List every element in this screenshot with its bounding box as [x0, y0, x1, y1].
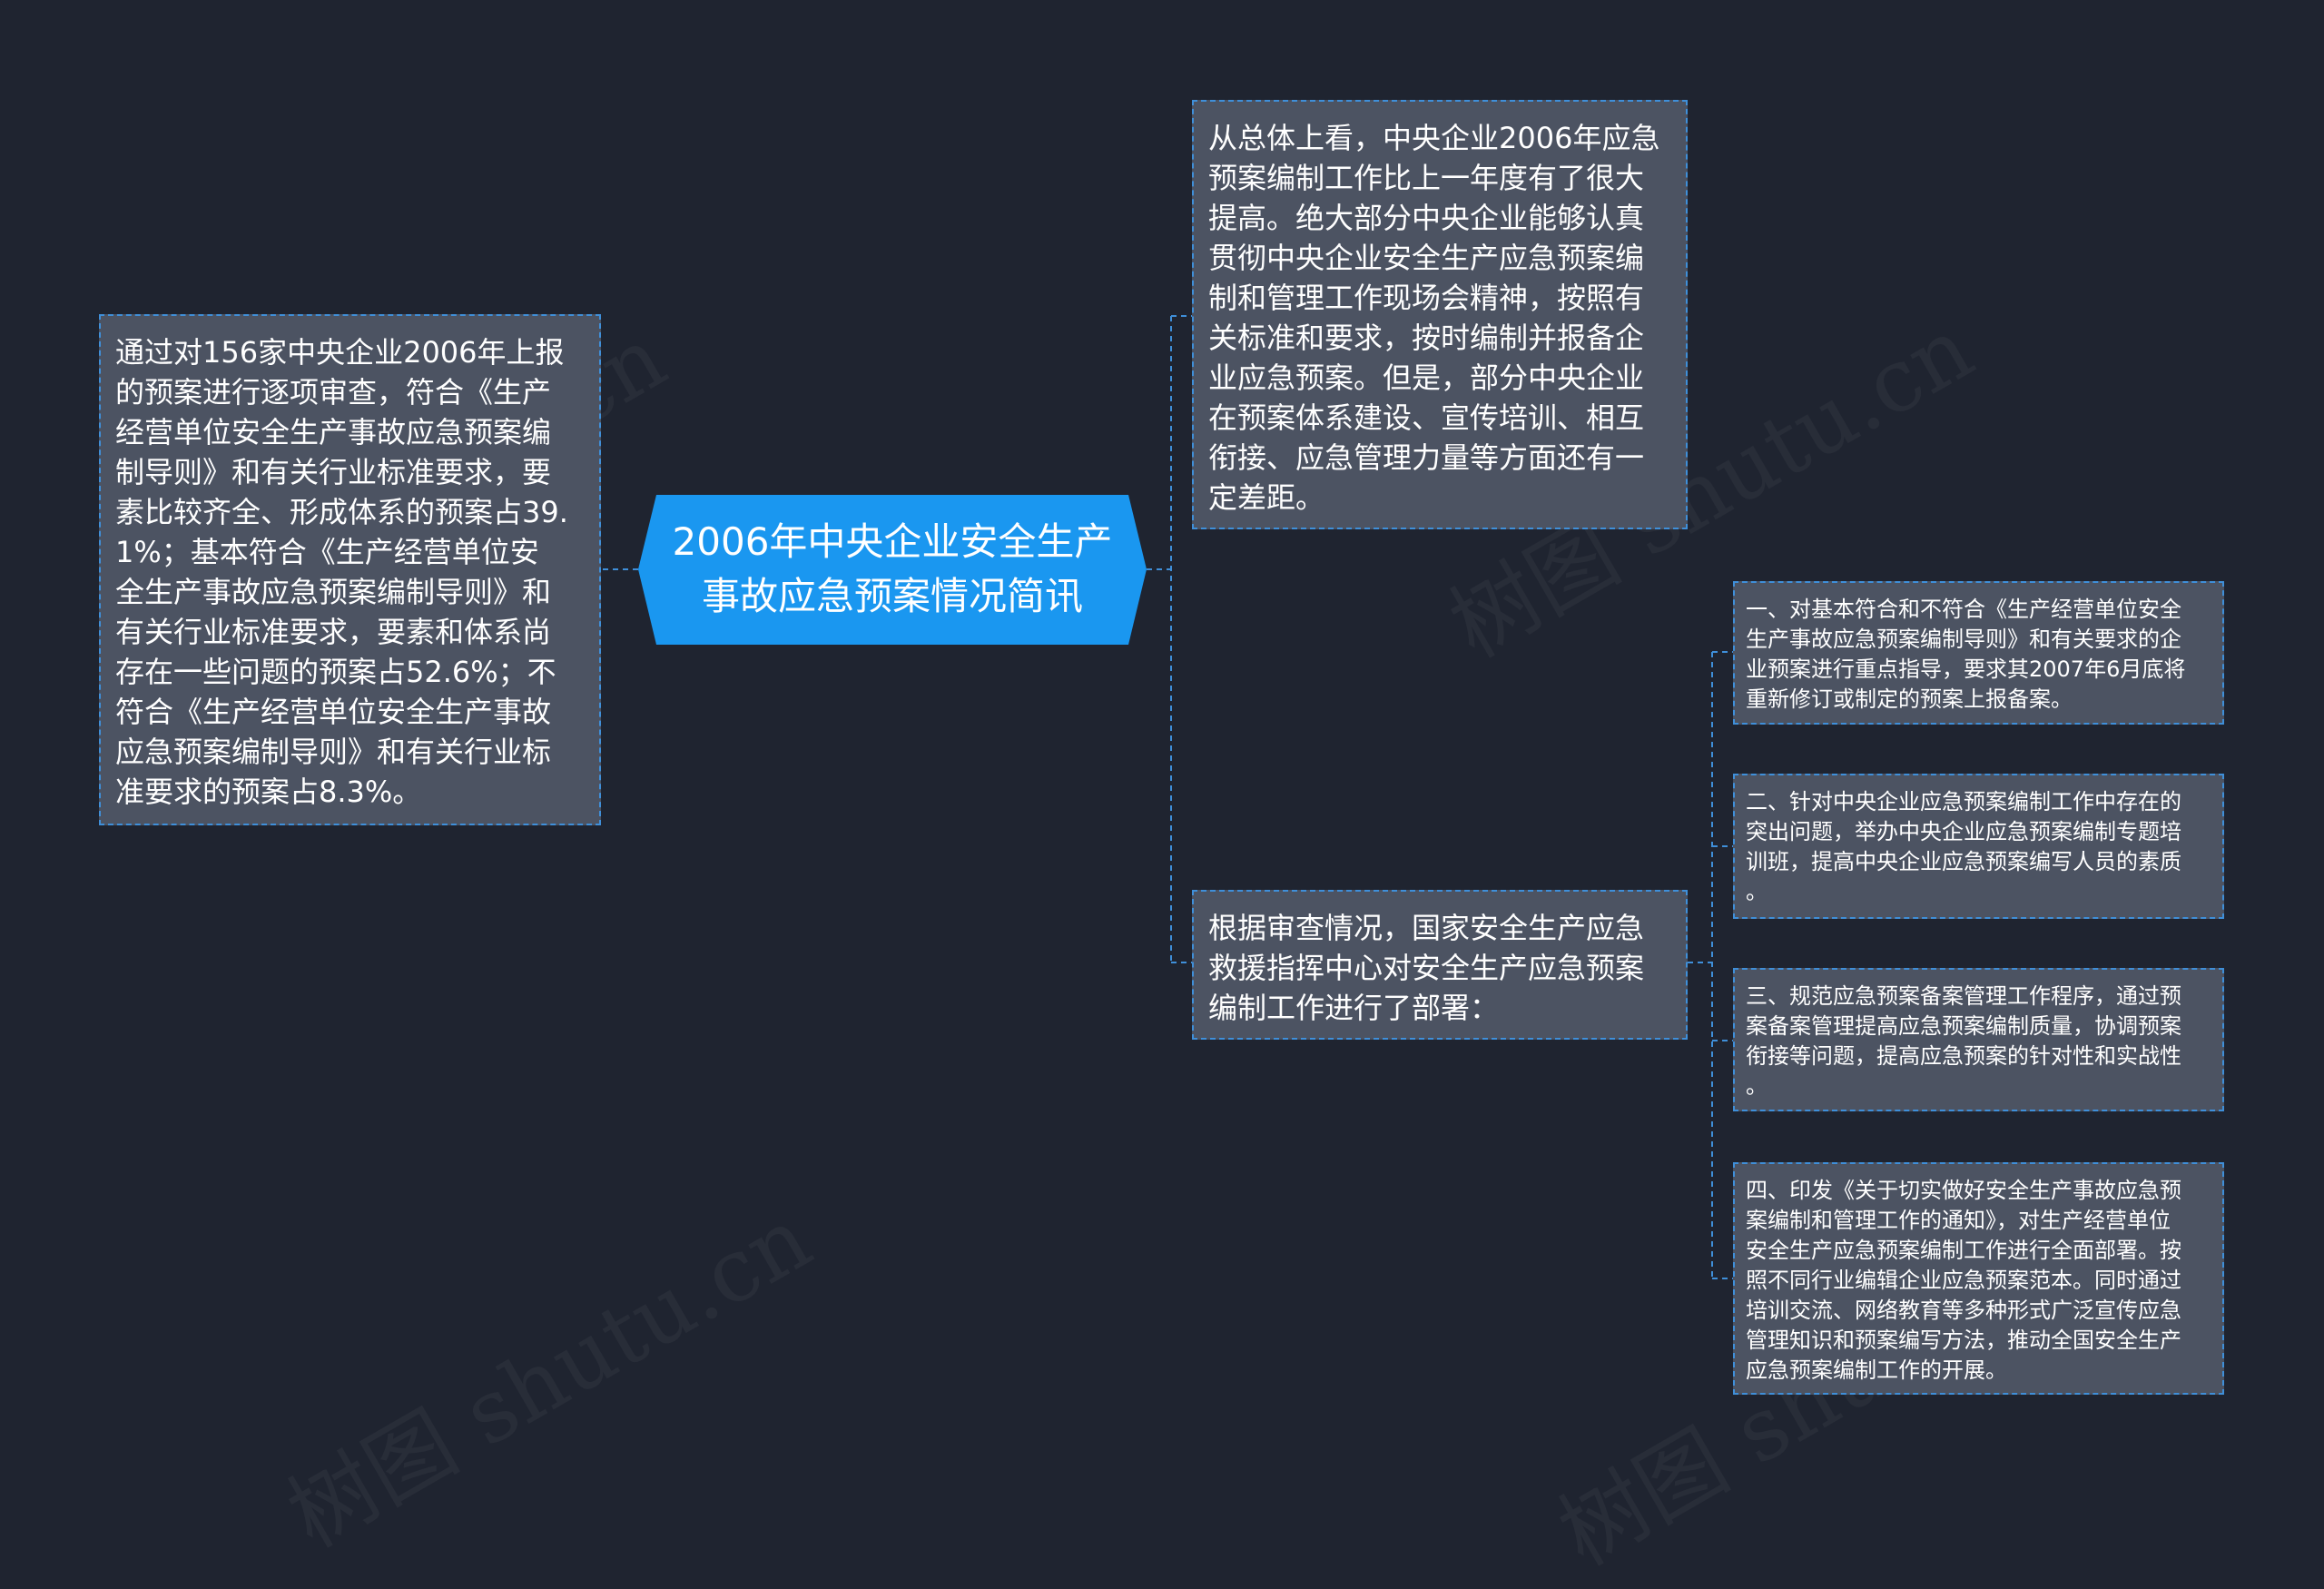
sub-item-text: 一、对基本符合和不符合《生产经营单位安全 生产事故应急预案编制导则》和有关要求的…: [1746, 597, 2186, 712]
root-title: 2006年中央企业安全生产 事故应急预案情况简讯: [672, 519, 1113, 618]
left-node-text: 通过对156家中央企业2006年上报 的预案进行逐项审查，符合《生产 经营单位安…: [115, 335, 568, 809]
right-mid-node[interactable]: 根据审查情况，国家安全生产应急 救援指挥中心对安全生产应急预案 编制工作进行了部…: [1192, 890, 1688, 1040]
right-top-node-text: 从总体上看，中央企业2006年应急 预案编制工作比上一年度有了很大 提高。绝大部…: [1208, 121, 1660, 515]
right-top-node[interactable]: 从总体上看，中央企业2006年应急 预案编制工作比上一年度有了很大 提高。绝大部…: [1192, 100, 1688, 529]
left-node[interactable]: 通过对156家中央企业2006年上报 的预案进行逐项审查，符合《生产 经营单位安…: [99, 314, 601, 825]
sub-item-text: 四、印发《关于切实做好安全生产事故应急预 案编制和管理工作的通知》，对生产经营单…: [1746, 1178, 2181, 1383]
sub-item-text: 二、针对中央企业应急预案编制工作中存在的 突出问题，举办中央企业应急预案编制专题…: [1746, 789, 2181, 904]
right-mid-node-text: 根据审查情况，国家安全生产应急 救援指挥中心对安全生产应急预案 编制工作进行了部…: [1208, 911, 1645, 1025]
mindmap-canvas: 树图 shutu.cn 树图 shutu.cn 树图 shutu.cn 树图 s…: [99, 100, 2224, 1395]
root-shape: [638, 495, 1147, 645]
sub-item[interactable]: 二、针对中央企业应急预案编制工作中存在的 突出问题，举办中央企业应急预案编制专题…: [1733, 774, 2224, 919]
sub-item[interactable]: 四、印发《关于切实做好安全生产事故应急预 案编制和管理工作的通知》，对生产经营单…: [1733, 1162, 2224, 1395]
root-node[interactable]: 2006年中央企业安全生产 事故应急预案情况简讯: [638, 495, 1147, 645]
sub-item[interactable]: 三、规范应急预案备案管理工作程序，通过预 案备案管理提高应急预案编制质量，协调预…: [1733, 968, 2224, 1111]
sub-item-text: 三、规范应急预案备案管理工作程序，通过预 案备案管理提高应急预案编制质量，协调预…: [1746, 983, 2181, 1099]
sub-item[interactable]: 一、对基本符合和不符合《生产经营单位安全 生产事故应急预案编制导则》和有关要求的…: [1733, 581, 2224, 725]
connector-lines: [601, 315, 1733, 1279]
